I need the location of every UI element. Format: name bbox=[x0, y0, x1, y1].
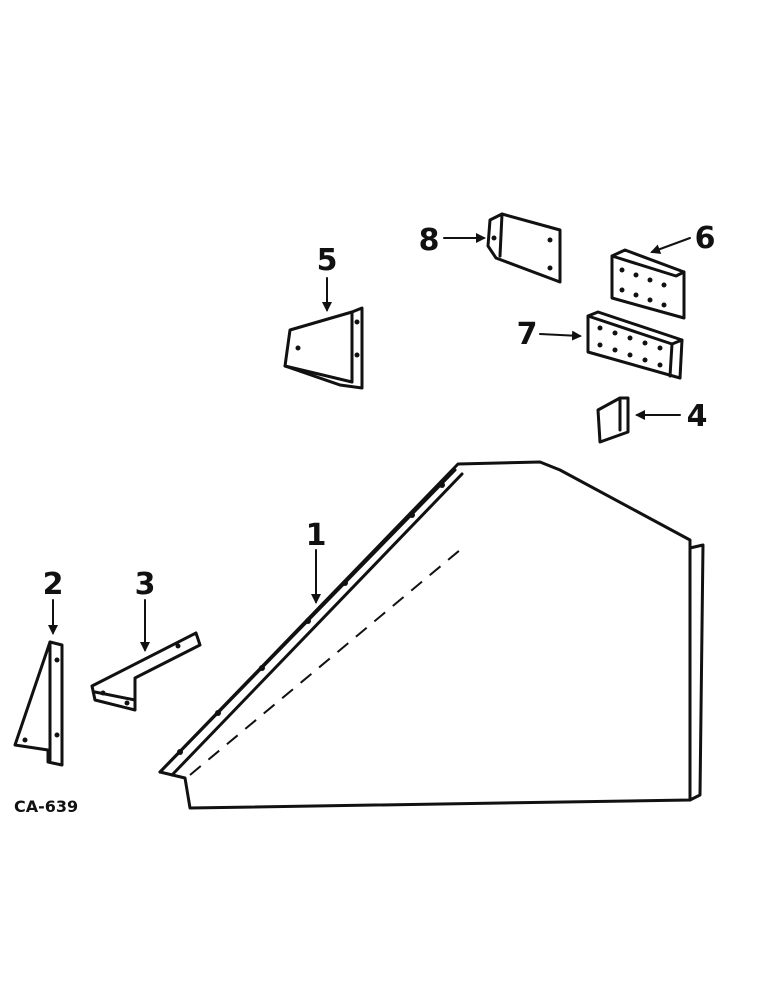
part-8-mounting-plate bbox=[486, 212, 562, 284]
part-7-channel-bracket bbox=[586, 310, 684, 380]
callout-number-2: 2 bbox=[43, 567, 64, 602]
callout-arrow-7 bbox=[539, 330, 582, 341]
callout-number-4: 4 bbox=[687, 399, 708, 434]
part-4-small-angle-clip bbox=[596, 396, 630, 444]
callout-arrows bbox=[48, 233, 691, 652]
callout-number-1: 1 bbox=[306, 518, 327, 553]
part-6-channel-bracket bbox=[610, 248, 686, 320]
callout-number-5: 5 bbox=[317, 243, 338, 278]
callout-number-6: 6 bbox=[695, 221, 716, 256]
callout-number-8: 8 bbox=[419, 223, 440, 258]
diagram-code: CA-639 bbox=[14, 797, 78, 816]
part-3-angle-bar bbox=[90, 631, 202, 712]
callout-number-7: 7 bbox=[517, 317, 538, 352]
part-1-hood-panel bbox=[158, 460, 705, 810]
callout-arrow-6 bbox=[650, 237, 691, 254]
callout-labels: 1 2 3 4 5 6 7 8 bbox=[43, 221, 716, 602]
part-5-gusset-bracket bbox=[283, 306, 364, 390]
callout-number-3: 3 bbox=[135, 567, 156, 602]
part-2-triangle-bracket bbox=[13, 640, 64, 767]
